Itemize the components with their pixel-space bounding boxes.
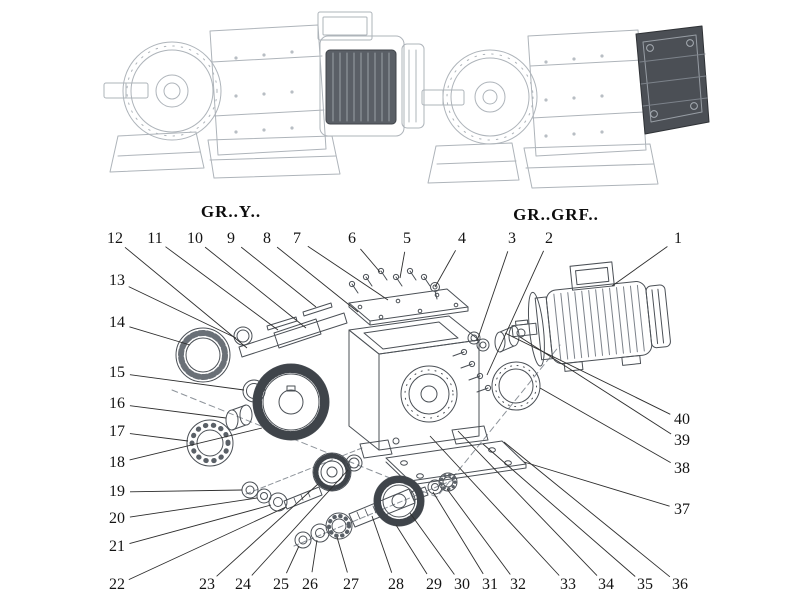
- housing-bolt-dots: [544, 54, 604, 138]
- housing-bolt-dots: [234, 50, 294, 134]
- variant-label-gr-grf: GR..GRF..: [513, 205, 599, 224]
- gearmotor-variant-grf-illustration: [421, 25, 710, 189]
- variant-label-gr-y: GR..Y..: [200, 202, 262, 221]
- flange-cover-plate: [635, 25, 710, 135]
- large-helical-gear: [252, 363, 330, 441]
- electric-motor: [511, 261, 671, 372]
- motor-on-gearbox: [317, 11, 425, 137]
- shaft-seal-ring: [175, 327, 231, 383]
- cover-bolts: [348, 267, 440, 300]
- gearbox-housing: [348, 315, 489, 459]
- gearmotor-variant-y-illustration: [103, 11, 425, 179]
- inspection-cover: [348, 288, 469, 326]
- pinion-shaft-and-gear: [283, 452, 363, 510]
- motor-adapter-parts: [452, 325, 541, 411]
- exploded-assembly-drawing: [171, 261, 671, 549]
- construction-lines: [171, 344, 561, 547]
- ball-bearing-front: [186, 419, 234, 467]
- input-shaft-assembly: [233, 302, 348, 358]
